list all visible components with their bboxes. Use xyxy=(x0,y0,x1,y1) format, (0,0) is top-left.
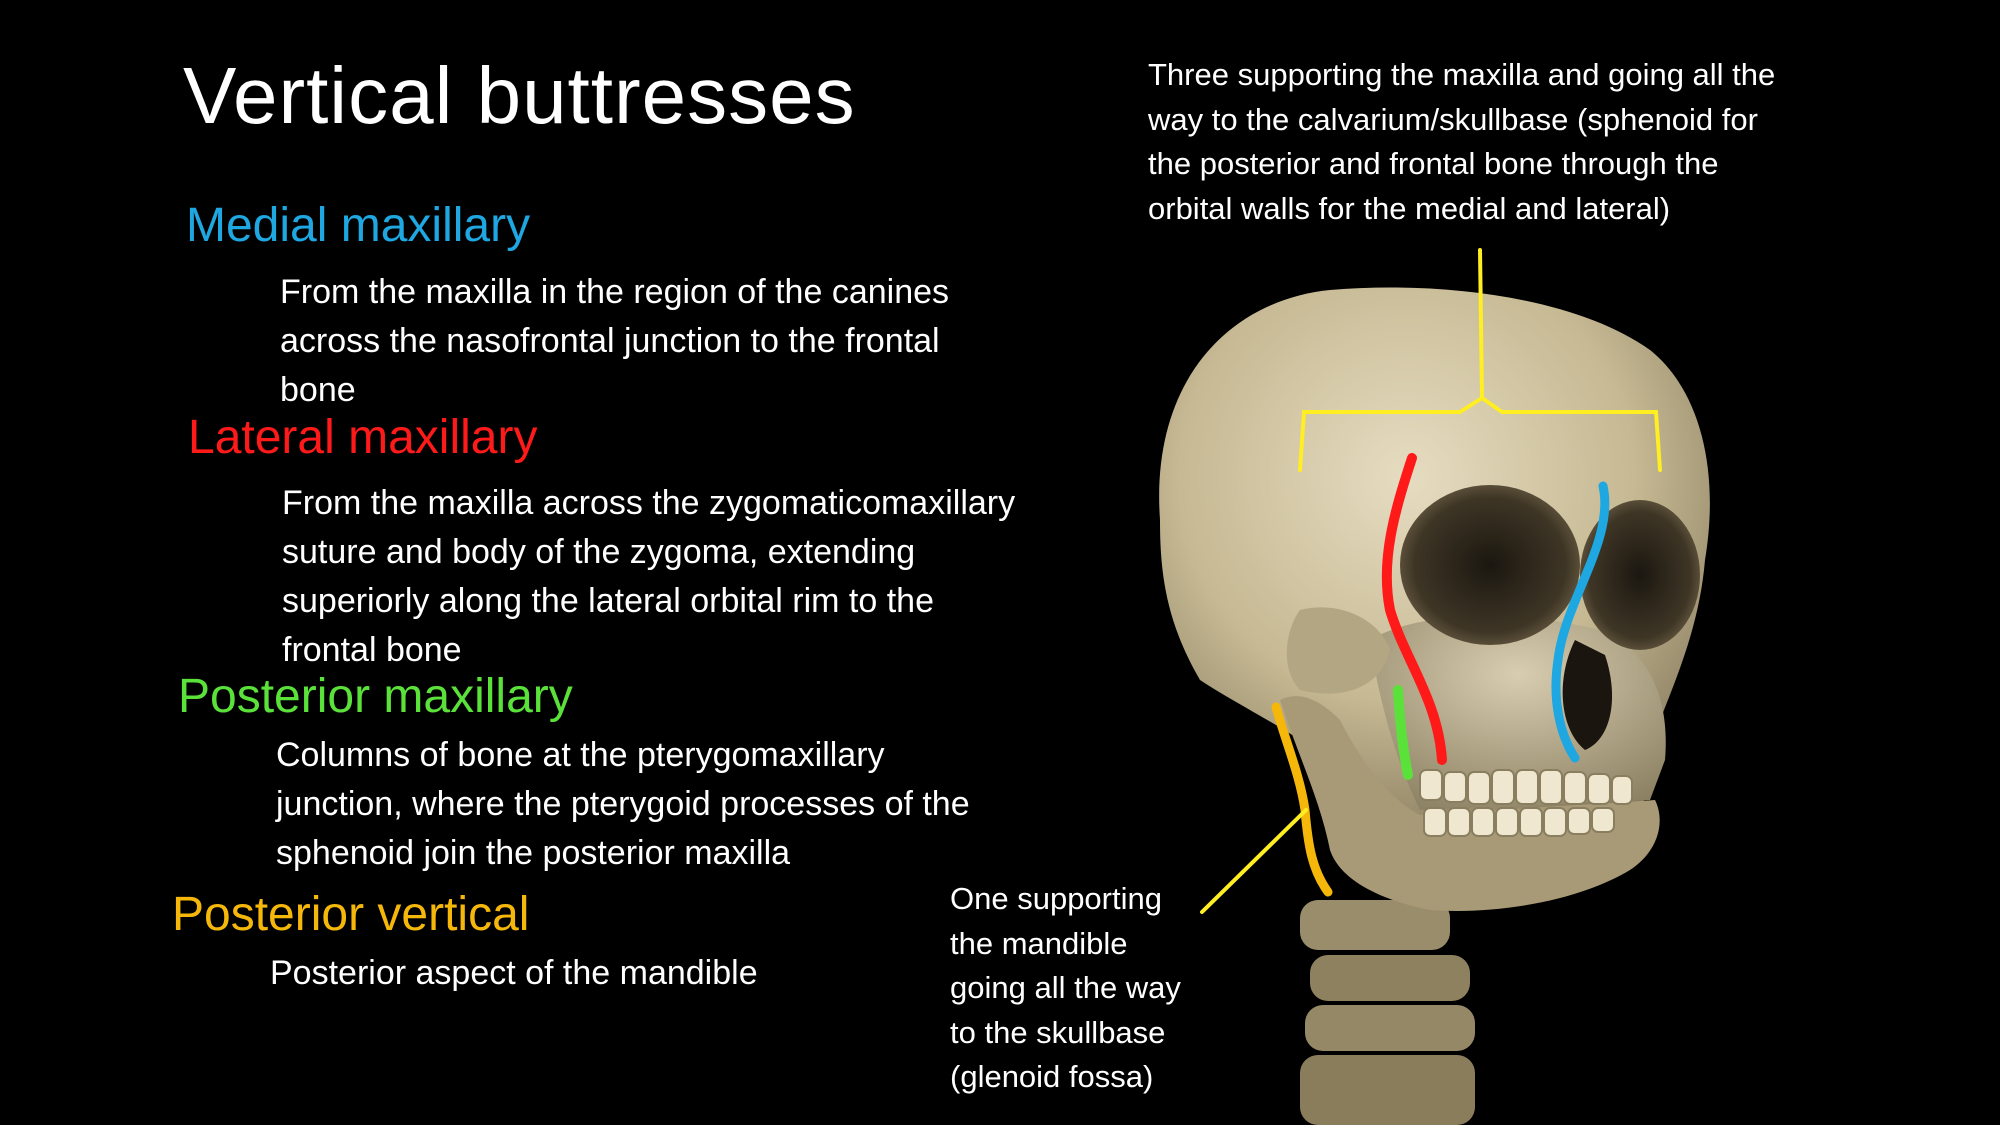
annotation-line: way to the calvarium/skullbase (sphenoid… xyxy=(1148,101,1758,137)
heading-posterior-vertical: Posterior vertical xyxy=(172,888,530,941)
annotation-bottom: One supporting the mandible going all th… xyxy=(950,877,1181,1100)
bottom-leader xyxy=(1200,808,1308,914)
desc-line: sphenoid join the posterior maxilla xyxy=(276,834,791,872)
annotation-top: Three supporting the maxilla and going a… xyxy=(1148,53,1775,231)
left-orbit xyxy=(1580,500,1700,650)
desc-line: junction, where the pterygoid processes … xyxy=(276,785,970,823)
desc-posterior-vertical: Posterior aspect of the mandible xyxy=(270,949,1130,998)
desc-line: superiorly along the lateral orbital rim… xyxy=(282,582,934,620)
nasal-aperture xyxy=(1562,640,1613,750)
desc-lateral-maxillary: From the maxilla across the zygomaticoma… xyxy=(282,479,1142,675)
heading-lateral-maxillary: Lateral maxillary xyxy=(188,411,538,464)
desc-posterior-maxillary: Columns of bone at the pterygomaxillary … xyxy=(276,731,1136,878)
medial-maxillary-line xyxy=(1551,481,1610,763)
mandible xyxy=(1280,696,1660,911)
annotation-line: Three supporting the maxilla and going a… xyxy=(1148,57,1776,92)
annotation-line: to the skullbase xyxy=(950,1014,1166,1050)
slide-title: Vertical buttresses xyxy=(183,51,856,140)
right-orbit xyxy=(1400,485,1580,645)
annotation-line: (glenoid fossa) xyxy=(950,1059,1154,1094)
posterior-maxillary-line xyxy=(1393,685,1413,780)
desc-line: across the nasofrontal junction to the f… xyxy=(280,322,940,360)
desc-line: From the maxilla in the region of the ca… xyxy=(280,273,950,311)
cervical-spine xyxy=(1300,900,1475,1125)
annotation-line: the posterior and frontal bone through t… xyxy=(1148,146,1719,181)
desc-line: From the maxilla across the zygomaticoma… xyxy=(282,484,1016,522)
desc-line: suture and body of the zygoma, extending xyxy=(282,533,916,571)
teeth xyxy=(1419,769,1633,837)
annotation-line: One supporting xyxy=(950,881,1162,916)
heading-posterior-maxillary: Posterior maxillary xyxy=(178,670,573,723)
annotation-line: orbital walls for the medial and lateral… xyxy=(1148,190,1671,226)
top-bracket xyxy=(1298,248,1662,472)
desc-medial-maxillary: From the maxilla in the region of the ca… xyxy=(280,268,1140,415)
lateral-maxillary-line xyxy=(1381,453,1447,765)
heading-medial-maxillary: Medial maxillary xyxy=(186,199,531,252)
annotation-line: the mandible xyxy=(950,925,1128,961)
desc-line: bone xyxy=(280,371,356,409)
zygoma xyxy=(1286,607,1390,694)
desc-line: frontal bone xyxy=(282,631,462,669)
desc-line: Posterior aspect of the mandible xyxy=(270,954,758,992)
desc-line: Columns of bone at the pterygomaxillary xyxy=(276,736,885,774)
annotation-line: going all the way xyxy=(950,970,1181,1005)
